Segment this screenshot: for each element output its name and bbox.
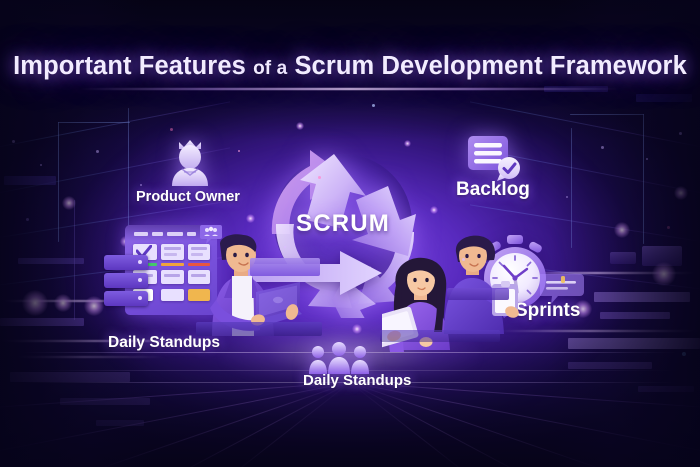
title-underline-glow: [80, 88, 620, 90]
circular-refresh-arrows-icon: [271, 150, 416, 318]
character-developer-with-laptop: [194, 228, 302, 340]
feature-label-daily-standups-left: Daily Standups: [108, 334, 220, 351]
title-part-connector: of a: [253, 58, 288, 79]
checklist-document-icon: [464, 133, 530, 185]
scrum-center-label: SCRUM: [296, 210, 390, 237]
people-group-icon: [307, 342, 371, 374]
page-title: Important Features of a Scrum Developmen…: [0, 52, 700, 81]
bottom-vignette: [0, 317, 700, 467]
feature-label-backlog: Backlog: [456, 179, 530, 200]
feature-label-sprints: Sprints: [515, 300, 581, 321]
title-part-2: Scrum Development Framework: [294, 52, 687, 80]
sprint-chip-decor: [540, 272, 588, 306]
feature-label-product-owner: Product Owner: [136, 189, 240, 205]
feature-label-daily-standups-bottom: Daily Standups: [303, 372, 412, 389]
title-part-1: Important Features: [13, 52, 246, 80]
board-notification-badge: [200, 224, 222, 246]
character-man-with-clipboard: [438, 232, 526, 336]
crowned-person-icon: [162, 136, 218, 188]
